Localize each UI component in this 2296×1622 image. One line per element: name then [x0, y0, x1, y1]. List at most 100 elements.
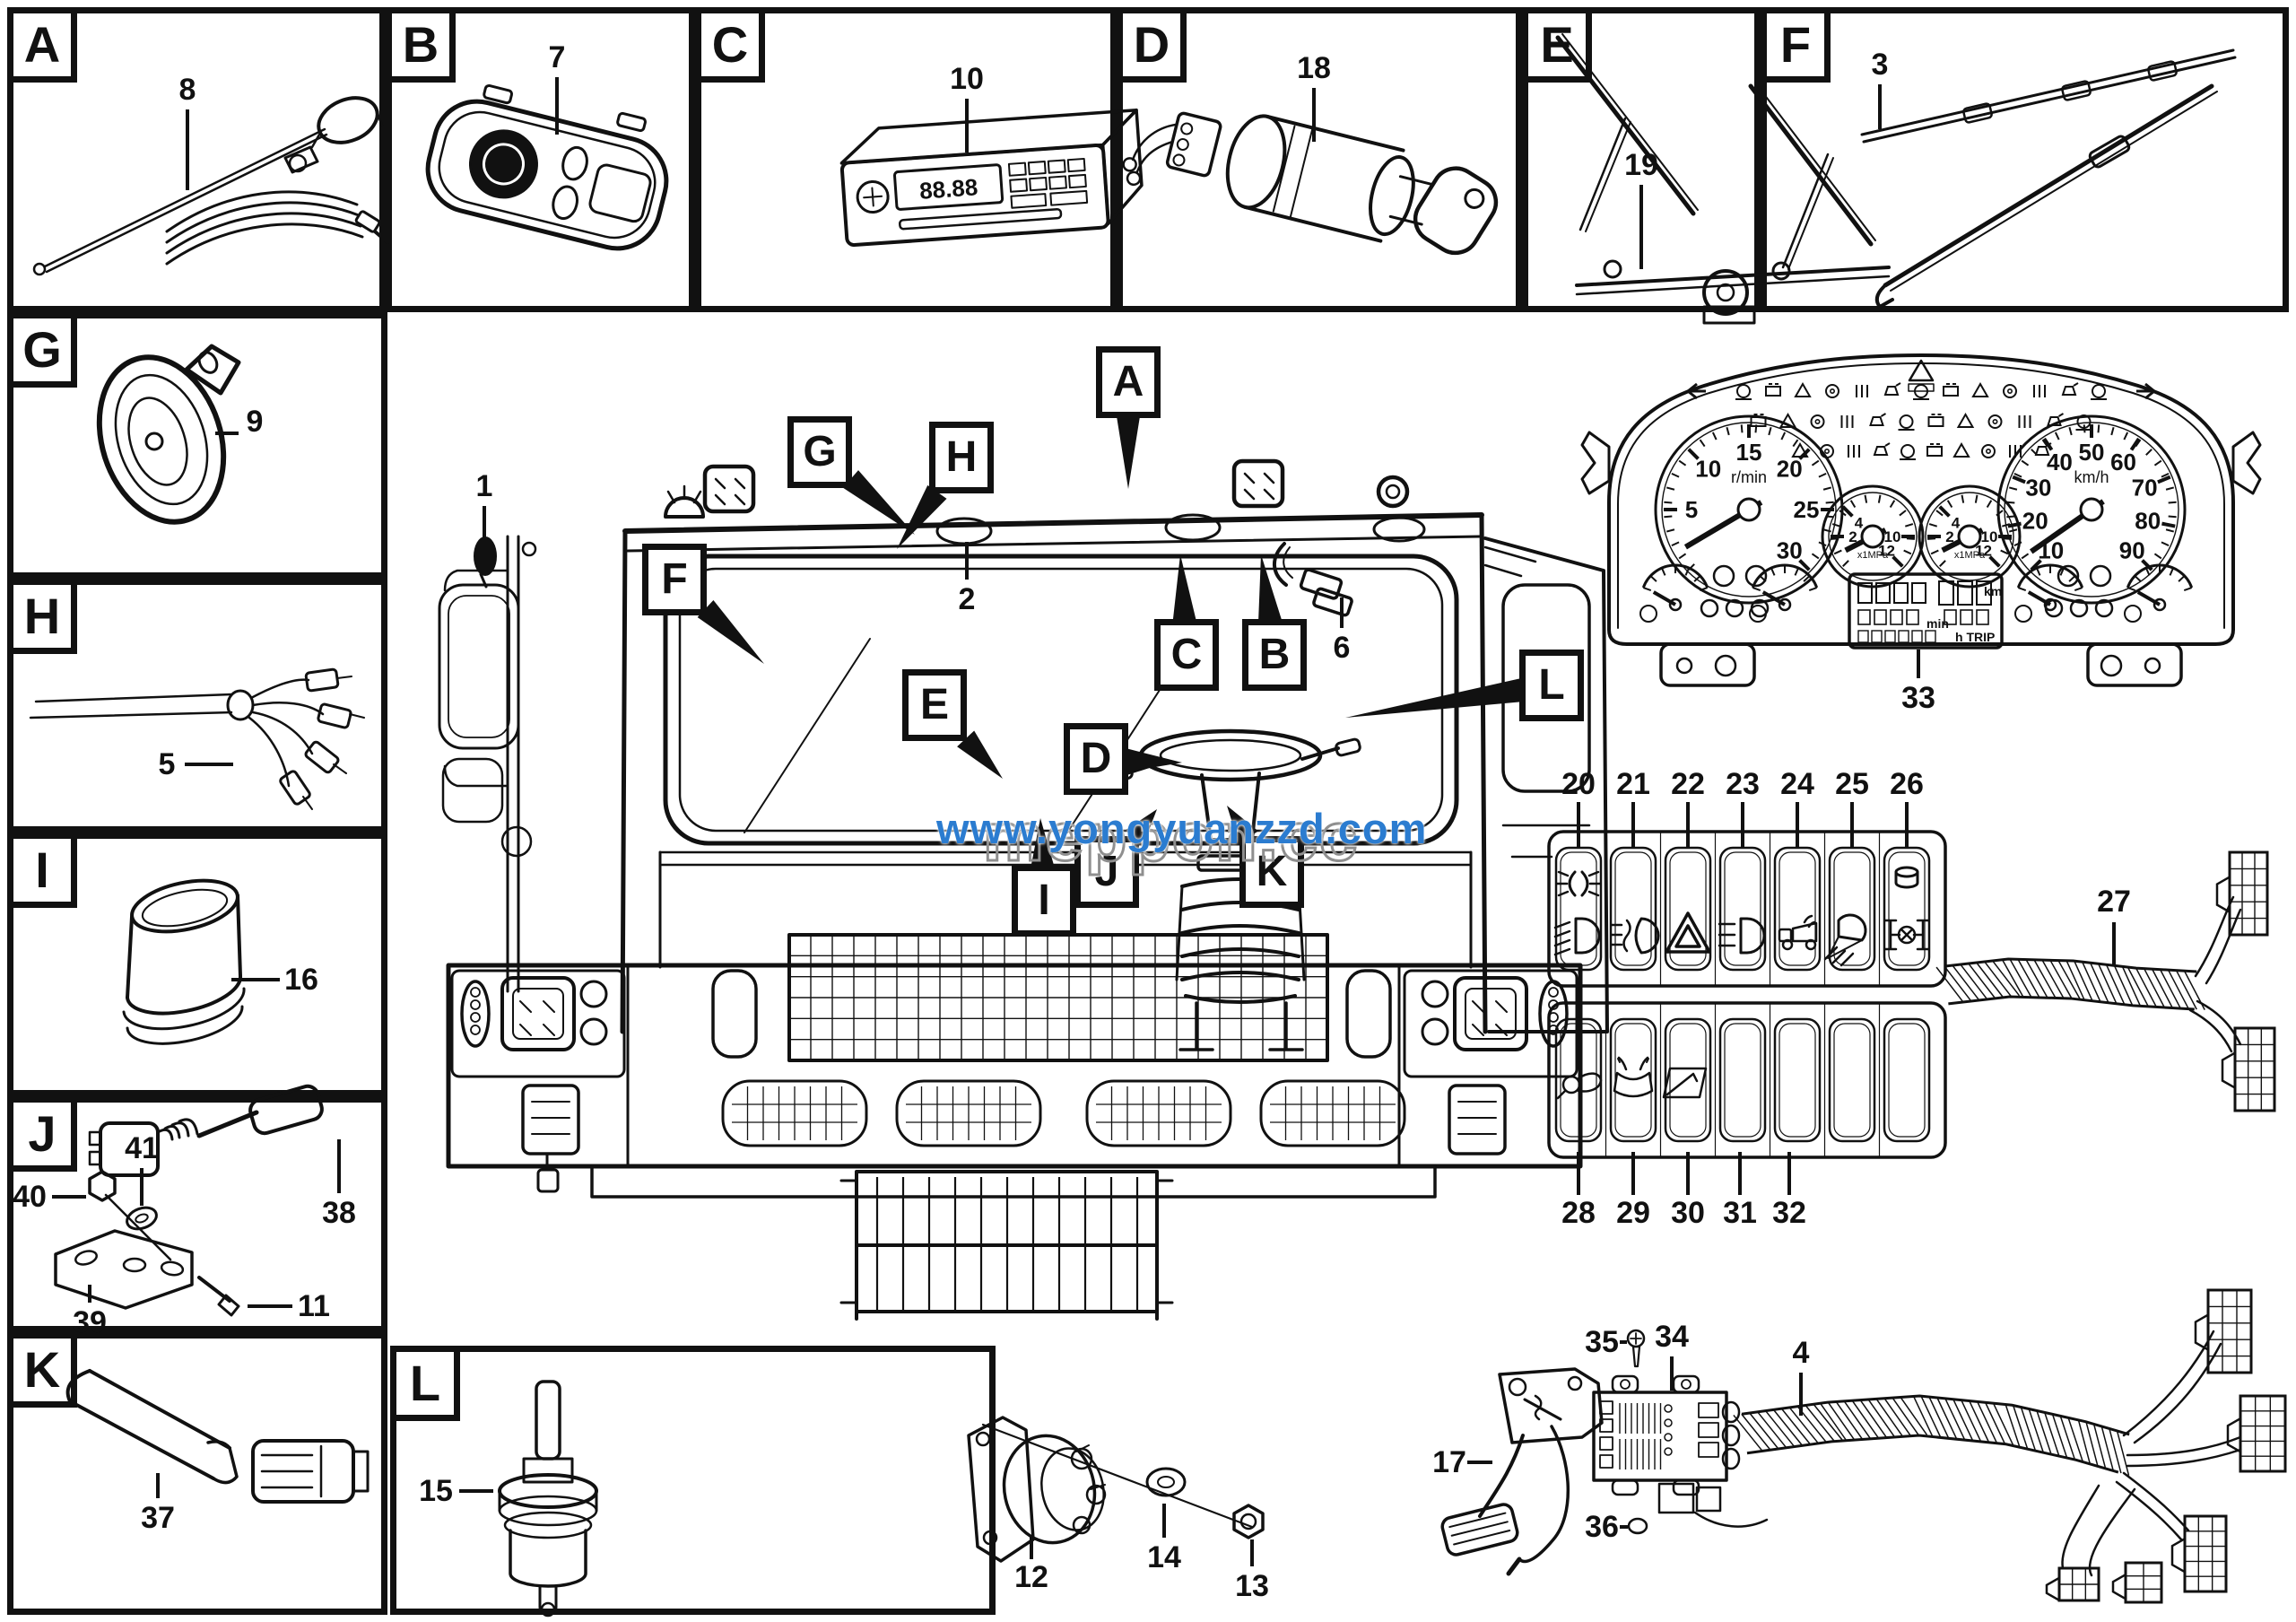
telltale-icon: [1956, 412, 1975, 428]
small-gauge-4: [2124, 563, 2194, 623]
panel-tag-C: C: [695, 7, 765, 83]
marker-lamp-right: [1231, 458, 1285, 509]
switch-cell: [1664, 1017, 1712, 1143]
vent-slot: [1259, 1079, 1406, 1147]
telltale-icon: [1840, 415, 1854, 428]
radio-art: 88.88: [839, 109, 1144, 248]
part-number-30: 30: [1671, 1196, 1705, 1230]
part-number-9: 9: [246, 405, 264, 439]
callout-tail-F: [697, 599, 764, 664]
cluster-telltales: [1687, 381, 2155, 460]
gauge-tick-label: 10: [1695, 456, 1721, 483]
truck-callout-A: A: [1096, 346, 1161, 418]
panel-F: [1761, 7, 2289, 312]
lamp-oval-2: [935, 517, 993, 545]
gauge-tick-label: 20: [1777, 456, 1803, 483]
callout-tail-A: [1117, 416, 1140, 489]
truck-callout-K: K: [1239, 836, 1304, 908]
switch-cell: [1883, 846, 1931, 972]
steering-wheel: [1107, 728, 1361, 842]
part-number-39: 39: [73, 1305, 107, 1339]
wiper-arm-art: [1860, 48, 2237, 309]
telltale-icon: [1735, 384, 1752, 400]
truck-callout-L: L: [1519, 650, 1584, 721]
switch-cell: [1718, 846, 1767, 972]
telltale-icon: [2009, 445, 2022, 458]
truck-callout-G: G: [787, 416, 852, 488]
telltale-icon: [1900, 444, 1916, 460]
gauge-tick-label: 10: [1884, 528, 1901, 545]
telltale-icon: [2034, 442, 2052, 456]
rubber-cap-art: [122, 878, 246, 1045]
part-number-38: 38: [322, 1196, 356, 1230]
vent-slot: [721, 1079, 868, 1147]
mini-gauge-icon: [2124, 605, 2142, 623]
part-number-16: 16: [284, 963, 318, 997]
switch-cell: [1828, 1017, 1876, 1143]
truck-callout-C: C: [1154, 619, 1219, 691]
panel-tag-A: A: [7, 7, 77, 83]
hazard-warning-icon: [1665, 911, 1711, 954]
antenna-grommet: [1376, 475, 1410, 509]
boot-connector-art: [65, 1369, 370, 1504]
gauge-tick-label: 15: [1736, 439, 1762, 466]
telltale-icon: [1869, 413, 1887, 426]
callout-tail-D: [1126, 748, 1182, 772]
connector-block: [2221, 1026, 2276, 1112]
callout-tail-G: [842, 470, 915, 535]
harness-5-art: [29, 667, 365, 810]
panel-tag-F: F: [1761, 7, 1831, 83]
plunger-switch-art: [498, 1380, 598, 1618]
roof-horn-icon: [664, 484, 705, 519]
gauge-tick-label: 2: [1945, 528, 1953, 545]
part-number-32: 32: [1772, 1196, 1806, 1230]
connector-block: [2194, 1288, 2253, 1374]
part-number-19: 19: [1624, 148, 1658, 182]
antenna-art: [32, 96, 389, 276]
gauge-tick-label: 90: [2119, 536, 2145, 563]
callout-tail-L: [1345, 678, 1523, 718]
part-number-18: 18: [1297, 51, 1331, 85]
part-number-1: 1: [475, 469, 493, 503]
gauge-unit: r/min: [1731, 468, 1767, 486]
switch-panel-row2: [1547, 1001, 1947, 1159]
position-lamps-icon: [1555, 870, 1602, 897]
differential-lock-icon: [1883, 919, 1930, 951]
callout-tail-K: [1227, 806, 1258, 844]
mini-gauge-icon: [2014, 605, 2032, 623]
svg-text:88.88: 88.88: [918, 173, 978, 204]
telltale-icon: [2003, 384, 2017, 398]
panel-J: [7, 1096, 387, 1332]
mirror-right-arm: [1483, 545, 1537, 578]
panel-B: [386, 7, 695, 312]
gauge-tick-label: 4: [1855, 514, 1864, 531]
telltale-icon: [1848, 445, 1860, 458]
part-number-17: 17: [1432, 1445, 1466, 1479]
callout-tail-J: [1125, 809, 1157, 845]
gauge-unit: km/h: [2074, 468, 2109, 486]
switch-cell: [1609, 1017, 1657, 1143]
panel-tag-L: L: [390, 1346, 460, 1421]
mini-gauge-icon: [1749, 605, 1767, 623]
part-number-3: 3: [1871, 48, 1889, 82]
telltale-icon: [2018, 415, 2031, 428]
generated-art: [721, 830, 2287, 1604]
panel-A: [7, 7, 386, 312]
telltale-icon: [1971, 381, 1989, 397]
vent-slot: [1085, 1079, 1232, 1147]
gauge-tick-label: 12: [1975, 543, 1992, 560]
part-number-12: 12: [1014, 1560, 1048, 1594]
nut-13: [1232, 1504, 1265, 1539]
gauge-tick-label: 5: [1685, 496, 1698, 523]
part-number-6: 6: [1333, 631, 1351, 665]
truck-callout-H: H: [929, 422, 994, 493]
gauge-needle: [1652, 590, 1677, 606]
telltale-icon: [1981, 444, 1996, 458]
small-gauge-3: [2014, 563, 2084, 623]
part-number-37: 37: [141, 1501, 175, 1535]
switch-cell: [1664, 846, 1712, 972]
